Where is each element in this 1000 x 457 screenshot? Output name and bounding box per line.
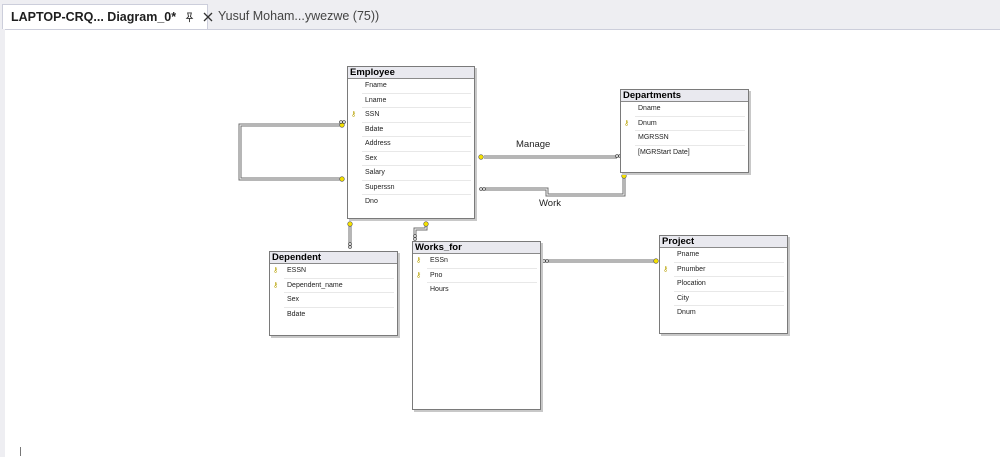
column-row[interactable]: City: [674, 292, 784, 306]
column-row[interactable]: ⚷ Pno: [416, 269, 537, 283]
key-icon: ⚷: [351, 111, 357, 118]
column-row[interactable]: Hours: [427, 283, 537, 298]
column-name: Pno: [430, 271, 443, 279]
table-title: Dependent: [270, 252, 397, 264]
column-row[interactable]: Salary: [362, 166, 471, 181]
column-row[interactable]: ⚷ ESSN: [273, 264, 394, 279]
table-title: Employee: [348, 67, 474, 79]
column-row[interactable]: ⚷ Pnumber: [663, 263, 784, 277]
column-row[interactable]: ⚷ Dnum: [624, 117, 745, 131]
column-name: Plocation: [677, 280, 706, 287]
key-icon: ⚷: [416, 257, 422, 264]
column-row[interactable]: Bdate: [284, 308, 394, 323]
column-row[interactable]: Bdate: [362, 123, 471, 137]
column-row[interactable]: Lname: [362, 94, 471, 108]
column-name: ESSn: [430, 257, 448, 264]
column-name: Bdate: [287, 310, 306, 318]
column-name: City: [677, 294, 690, 302]
column-row[interactable]: [MGRStart Date]: [635, 146, 745, 161]
column-name: Lname: [365, 96, 387, 104]
table-title: Departments: [621, 90, 748, 102]
column-row[interactable]: ⚷ ESSn: [416, 254, 537, 269]
column-name: Dependent_name: [287, 281, 343, 289]
column-row[interactable]: ⚷ SSN: [351, 108, 471, 123]
column-row[interactable]: Address: [362, 137, 471, 152]
column-name: Dno: [365, 198, 378, 205]
key-icon: ⚷: [624, 119, 630, 127]
column-row[interactable]: Dname: [635, 102, 745, 117]
manage-label: Manage: [516, 139, 551, 150]
column-name: Hours: [430, 286, 449, 293]
tab-diagram[interactable]: LAPTOP-CRQ... Diagram_0*: [2, 4, 213, 29]
column-name: Salary: [365, 169, 385, 176]
column-name: Pnumber: [677, 265, 706, 273]
column-row[interactable]: Superssn: [362, 181, 471, 195]
work-label: Work: [539, 198, 561, 209]
column-name: ESSN: [287, 267, 307, 274]
tab-diagram-label: LAPTOP-CRQ... Diagram_0*: [11, 10, 177, 24]
key-icon: ⚷: [663, 265, 669, 273]
scroll-marker: [20, 447, 21, 456]
key-icon: ⚷: [273, 281, 279, 289]
column-row[interactable]: Dno: [362, 195, 471, 210]
column-name: Dnum: [677, 309, 696, 316]
column-name: Fname: [365, 82, 387, 89]
column-row[interactable]: Fname: [362, 79, 471, 94]
column-name: Superssn: [365, 183, 395, 191]
column-name: Pname: [677, 251, 700, 258]
key-icon: ⚷: [416, 271, 422, 279]
column-row[interactable]: Plocation: [674, 277, 784, 292]
column-name: SSN: [365, 111, 380, 118]
column-name: Dnum: [638, 119, 657, 127]
tab-query[interactable]: Yusuf Moham...ywezwe (75)): [210, 4, 380, 28]
column-row[interactable]: Sex: [362, 152, 471, 166]
column-row[interactable]: MGRSSN: [635, 131, 745, 146]
column-name: MGRSSN: [638, 134, 669, 141]
column-name: Bdate: [365, 125, 384, 133]
tab-query-label: Yusuf Moham...ywezwe (75)): [218, 9, 380, 23]
close-icon[interactable]: [203, 10, 213, 24]
document-tab-bar: LAPTOP-CRQ... Diagram_0* Yusuf Moham...y…: [0, 0, 1000, 32]
column-row[interactable]: Dnum: [674, 306, 784, 321]
column-name: [MGRStart Date]: [638, 148, 690, 156]
key-icon: ⚷: [273, 267, 279, 274]
column-name: Sex: [365, 154, 378, 162]
pin-icon[interactable]: [184, 10, 195, 24]
table-title: Project: [660, 236, 787, 248]
column-name: Address: [365, 140, 391, 147]
column-row[interactable]: Sex: [284, 293, 394, 308]
table-title: Works_for: [413, 242, 540, 254]
column-name: Sex: [287, 296, 300, 303]
column-row[interactable]: ⚷ Dependent_name: [273, 279, 394, 293]
column-row[interactable]: Pname: [674, 248, 784, 263]
column-name: Dname: [638, 105, 661, 112]
